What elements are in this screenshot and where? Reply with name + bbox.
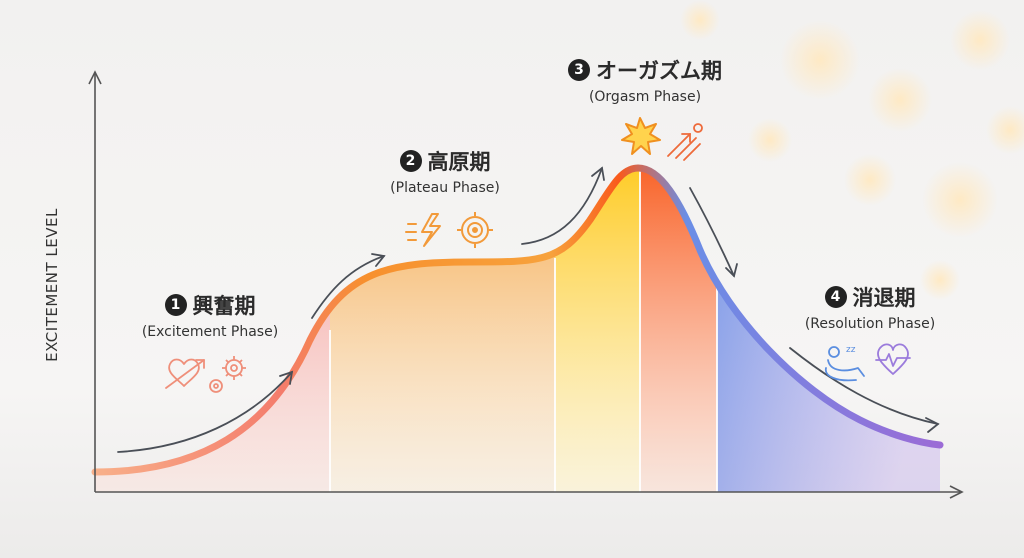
response-curve [91, 164, 944, 476]
phase-resolution: 4 消退期 (Resolution Phase) [775, 282, 965, 332]
phase-excitement: 1 興奮期 (Excitement Phase) [110, 290, 310, 340]
phase-plateau-title: 2 高原期 [355, 146, 535, 176]
burst-icon [621, 117, 661, 155]
phase-excitement-subtitle: (Excitement Phase) [141, 324, 279, 340]
phase-plateau: 2 高原期 (Plateau Phase) [355, 146, 535, 196]
target-icon [457, 212, 493, 248]
arrow-resolution [789, 347, 939, 425]
phase-plateau-number: 2 [399, 150, 422, 172]
svg-text:zz: zz [846, 345, 856, 355]
relaxing-person-icon: zz [824, 345, 865, 382]
phase-orgasm-subtitle: (Orgasm Phase) [588, 89, 702, 105]
phase-resolution-name: 消退期 [852, 286, 916, 310]
phase-orgasm: 3 オーガズム期 (Orgasm Phase) [540, 55, 750, 105]
phase-plateau-subtitle: (Plateau Phase) [390, 180, 500, 196]
heartbeat-icon [875, 343, 911, 375]
arrow-peak-down [689, 187, 735, 277]
rising-arrows-icon [667, 123, 703, 161]
phase-orgasm-name: オーガズム期 [596, 59, 722, 83]
phase-excitement-name: 興奮期 [192, 294, 256, 318]
phase-orgasm-title: 3 オーガズム期 [540, 55, 750, 85]
bokeh-background [680, 0, 1024, 300]
arrow-orgasm [521, 167, 603, 245]
phase-resolution-title: 4 消退期 [775, 282, 965, 312]
phase-orgasm-number: 3 [568, 59, 590, 81]
x-axis-arrowhead [949, 485, 964, 499]
phase-plateau-name: 高原期 [427, 150, 491, 174]
gears-icon [209, 356, 246, 393]
heart-arrow-icon [165, 358, 205, 389]
arrow-excitement [117, 371, 293, 453]
arrow-plateau [311, 255, 385, 319]
phase-resolution-subtitle: (Resolution Phase) [804, 316, 936, 332]
lightning-icon [405, 213, 441, 247]
phase-excitement-title: 1 興奮期 [110, 290, 310, 320]
y-axis-arrowhead [88, 70, 102, 85]
plateau-area [330, 168, 555, 492]
direction-arrows [117, 166, 940, 453]
phase-separators [329, 170, 718, 492]
phase-resolution-number: 4 [824, 286, 847, 308]
axes [88, 70, 964, 499]
phase-excitement-number: 1 [164, 294, 187, 316]
y-axis-label: EXCITEMENT LEVEL [43, 208, 61, 362]
